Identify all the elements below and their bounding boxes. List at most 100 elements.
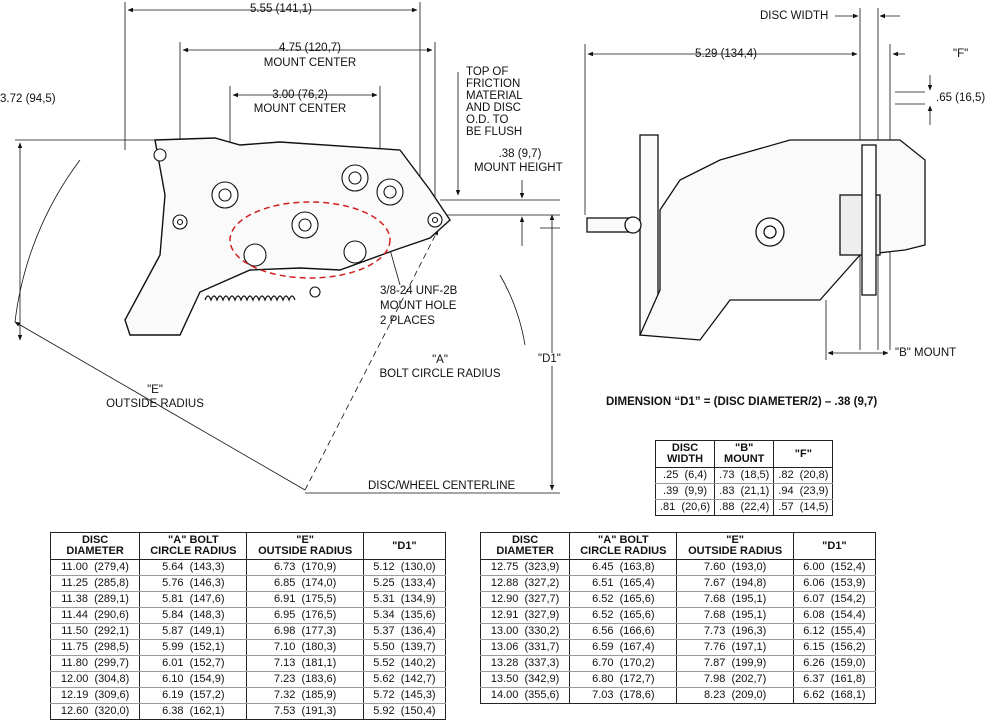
- table-cell: 6.01 (152,7): [139, 655, 248, 672]
- mount-height-label: MOUNT HEIGHT: [474, 162, 563, 174]
- table-cell: 5.84 (148,3): [139, 607, 248, 624]
- caliper-drawing: [14, 2, 933, 494]
- table-cell: 6.45 (163,8): [569, 559, 678, 576]
- table-cell: 6.08 (154,4): [792, 607, 877, 624]
- table-cell: 5.52 (140,2): [362, 655, 447, 672]
- table-cell: 5.62 (142,7): [362, 671, 447, 688]
- table-cell: 12.75 (323,9): [479, 559, 571, 576]
- table-cell: .73 (18,5): [714, 467, 775, 484]
- table-cell: 12.19 (309,6): [49, 687, 141, 704]
- table-cell: 6.37 (161,8): [792, 671, 877, 688]
- table-cell: 6.19 (157,2): [139, 687, 248, 704]
- overall-length-dim: 5.55 (141,1): [249, 3, 312, 15]
- table-cell: 7.98 (202,7): [676, 671, 794, 688]
- table-cell: 6.26 (159,0): [792, 655, 877, 672]
- flush-note-2: FRICTION: [466, 78, 521, 90]
- table-row: 13.00 (330,2)6.56 (166,6)7.73 (196,3)6.1…: [479, 623, 877, 640]
- table-cell: 11.25 (285,8): [49, 575, 141, 592]
- mount-center-outer-label: MOUNT CENTER: [263, 57, 357, 69]
- table-cell: 13.00 (330,2): [479, 623, 571, 640]
- table-row: 12.91 (327,9)6.52 (165,6)7.68 (195,1)6.0…: [479, 607, 877, 624]
- table-cell: 6.80 (172,7): [569, 671, 678, 688]
- table-cell: 11.38 (289,1): [49, 591, 141, 608]
- table-cell: 13.06 (331,7): [479, 639, 571, 656]
- table-cell: 11.44 (290,6): [49, 607, 141, 624]
- table-cell: 6.06 (153,9): [792, 575, 877, 592]
- table-cell: .94 (23,9): [773, 483, 834, 500]
- table-cell: 12.90 (327,7): [479, 591, 571, 608]
- table-row: 13.28 (337,3)6.70 (170,2)7.87 (199,9)6.2…: [479, 655, 877, 672]
- table-cell: 7.73 (196,3): [676, 623, 794, 640]
- side-width-dim: 5.29 (134,4): [695, 48, 758, 60]
- table-cell: .81 (20,6): [654, 499, 716, 516]
- table-row: .39 (9,9).83 (21,1).94 (23,9): [654, 483, 834, 500]
- table-cell: 7.76 (197,1): [676, 639, 794, 656]
- table-header: "F": [773, 440, 834, 468]
- table-row: 11.38 (289,1)5.81 (147,6)6.91 (175,5)5.3…: [49, 591, 447, 608]
- table-cell: .83 (21,1): [714, 483, 775, 500]
- table-cell: 6.95 (176,5): [246, 607, 364, 624]
- d1-formula: DIMENSION “D1” = (DISC DIAMETER/2) – .38…: [606, 396, 878, 408]
- table-cell: 5.72 (145,3): [362, 687, 447, 704]
- table-cell: 7.10 (180,3): [246, 639, 364, 656]
- table-row: .25 (6,4).73 (18,5).82 (20,8): [654, 467, 834, 484]
- table-cell: 11.80 (299,7): [49, 655, 141, 672]
- table-cell: 5.50 (139,7): [362, 639, 447, 656]
- table-cell: 7.60 (193,0): [676, 559, 794, 576]
- table-cell: 13.50 (342,9): [479, 671, 571, 688]
- table-cell: 6.12 (155,4): [792, 623, 877, 640]
- table-cell: 6.98 (177,3): [246, 623, 364, 640]
- table-row: 12.60 (320,0)6.38 (162,1)7.53 (191,3)5.9…: [49, 703, 447, 720]
- table-cell: 5.76 (146,3): [139, 575, 248, 592]
- table-cell: 7.23 (183,6): [246, 671, 364, 688]
- table-cell: 7.53 (191,3): [246, 703, 364, 720]
- table-cell: 8.23 (209,0): [676, 687, 794, 704]
- table-row: 11.75 (298,5)5.99 (152,1)7.10 (180,3)5.5…: [49, 639, 447, 656]
- centerline-label: DISC/WHEEL CENTERLINE: [368, 480, 516, 492]
- table-cell: 7.32 (185,9): [246, 687, 364, 704]
- table-header: "E"OUTSIDE RADIUS: [676, 532, 794, 560]
- b-mount-label: "B" MOUNT: [895, 347, 957, 359]
- table-row: 12.88 (327,2)6.51 (165,4)7.67 (194,8)6.0…: [479, 575, 877, 592]
- e-radius-label-1: "E": [147, 384, 163, 396]
- table-cell: 7.68 (195,1): [676, 591, 794, 608]
- table-cell: 6.91 (175,5): [246, 591, 364, 608]
- table-row: 13.06 (331,7)6.59 (167,4)7.76 (197,1)6.1…: [479, 639, 877, 656]
- table-row: 14.00 (355,6)7.03 (178,6)8.23 (209,0)6.6…: [479, 687, 877, 704]
- table-header: "E"OUTSIDE RADIUS: [246, 532, 364, 560]
- flush-note-4: AND DISC: [466, 102, 521, 114]
- table-cell: 7.87 (199,9): [676, 655, 794, 672]
- mount-center-outer-dim: 4.75 (120,7): [278, 42, 341, 54]
- table-header: "D1": [792, 532, 877, 560]
- flush-note-3: MATERIAL: [466, 90, 523, 102]
- table-cell: 5.12 (130,0): [362, 559, 447, 576]
- table-row: 12.90 (327,7)6.52 (165,6)7.68 (195,1)6.0…: [479, 591, 877, 608]
- table-cell: .57 (14,5): [773, 499, 834, 516]
- table-cell: 6.59 (167,4): [569, 639, 678, 656]
- mount-hole-note-3: 2 PLACES: [380, 315, 435, 327]
- table-cell: 7.13 (181,1): [246, 655, 364, 672]
- table-cell: 5.99 (152,1): [139, 639, 248, 656]
- table-cell: 6.10 (154,9): [139, 671, 248, 688]
- table-cell: 5.81 (147,6): [139, 591, 248, 608]
- table-cell: 6.56 (166,6): [569, 623, 678, 640]
- table-cell: 7.67 (194,8): [676, 575, 794, 592]
- table-cell: 7.68 (195,1): [676, 607, 794, 624]
- table-cell: 7.03 (178,6): [569, 687, 678, 704]
- table-cell: 6.00 (152,4): [792, 559, 877, 576]
- table-cell: 5.64 (143,3): [139, 559, 248, 576]
- table-cell: 5.87 (149,1): [139, 623, 248, 640]
- table-cell: 6.70 (170,2): [569, 655, 678, 672]
- table-row: 11.25 (285,8)5.76 (146,3)6.85 (174,0)5.2…: [49, 575, 447, 592]
- height-dim: 3.72 (94,5): [0, 93, 56, 105]
- mount-center-inner-dim: 3.00 (76,2): [272, 89, 328, 101]
- table-cell: 14.00 (355,6): [479, 687, 571, 704]
- table-cell: 6.73 (170,9): [246, 559, 364, 576]
- mount-center-inner-label: MOUNT CENTER: [253, 103, 347, 115]
- table-row: .81 (20,6).88 (22,4).57 (14,5): [654, 499, 834, 516]
- table-cell: 6.85 (174,0): [246, 575, 364, 592]
- table-cell: 6.38 (162,1): [139, 703, 248, 720]
